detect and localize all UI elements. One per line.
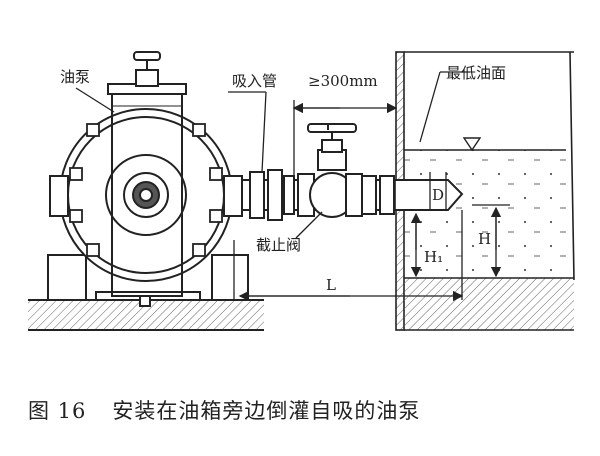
label-oil-pump: 油泵	[60, 68, 90, 86]
pump-casing	[59, 108, 233, 282]
pump-base	[28, 254, 264, 331]
label-dim-h: H	[478, 230, 491, 248]
caption-text: 安装在油箱旁边倒灌自吸的油泵	[112, 399, 421, 423]
caption-number: 图 16	[28, 399, 87, 423]
label-dim-d: D	[432, 186, 444, 204]
label-suction-pipe: 吸入管	[232, 72, 277, 90]
leader-lines	[75, 71, 470, 239]
label-min-distance: ≥300mm	[308, 72, 378, 90]
label-lowest-oil-level: 最低油面	[446, 64, 506, 82]
label-stop-valve: 截止阀	[256, 236, 301, 254]
figure-caption: 图 16 安装在油箱旁边倒灌自吸的油泵	[28, 395, 420, 425]
casing-bolts	[69, 123, 223, 257]
label-dim-l: L	[326, 276, 336, 294]
oil-tank	[395, 51, 575, 331]
stop-valve	[297, 123, 363, 218]
oil-pump	[28, 51, 264, 331]
dimension-lines	[233, 100, 510, 302]
label-dim-h1: H₁	[424, 248, 443, 266]
pump-body	[107, 51, 187, 297]
